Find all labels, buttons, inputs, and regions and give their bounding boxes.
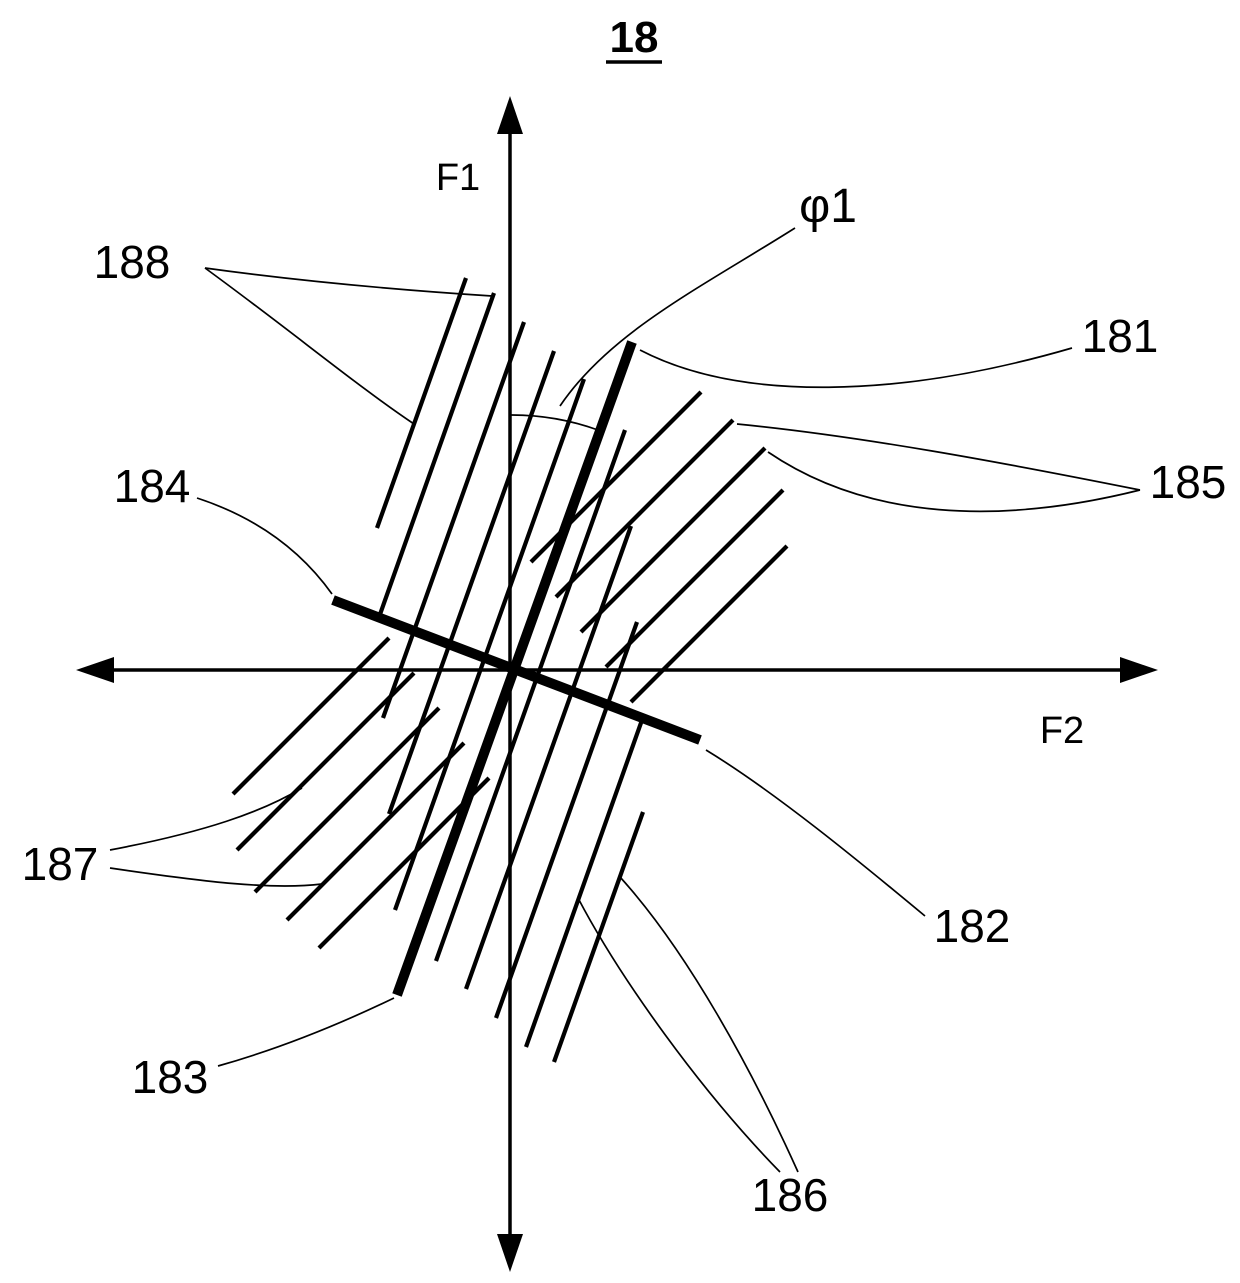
label-187: 187: [22, 838, 99, 890]
leader-185-b: [767, 451, 1141, 513]
hatch-line: [375, 277, 468, 529]
hatch-line: [393, 378, 586, 911]
labels: 18 F1 F2 φ1 188 181 184 185 187 182 183 …: [22, 13, 1227, 1221]
label-184: 184: [114, 460, 191, 512]
leader-188-b: [204, 267, 415, 425]
arrowhead-right-icon: [1120, 657, 1158, 683]
leader-183: [217, 997, 395, 1067]
f2-axis-label: F2: [1040, 710, 1084, 752]
hatch-line: [285, 741, 466, 922]
f1-axis-label: F1: [436, 157, 480, 199]
label-182: 182: [934, 900, 1011, 952]
thick-line-shallow-184-182: [331, 595, 702, 745]
arrowhead-left-icon: [76, 657, 114, 683]
label-181: 181: [1082, 310, 1159, 362]
hatch-line: [552, 811, 645, 1063]
hatch-group-186: [434, 429, 645, 1063]
leader-181: [639, 347, 1073, 389]
arrowhead-up-icon: [497, 96, 523, 134]
hatch-line: [235, 671, 416, 852]
hatch-group-187: [231, 636, 491, 950]
hatch-line: [604, 488, 785, 669]
hatch-line: [464, 525, 633, 990]
leader-phi1: [559, 227, 796, 407]
leader-186-a: [577, 897, 781, 1173]
hatch-line: [524, 719, 644, 1048]
hatch-line: [376, 292, 496, 621]
hatch-line: [629, 544, 789, 704]
label-186: 186: [752, 1169, 829, 1221]
hatch-line: [434, 429, 627, 962]
hatch-line: [494, 621, 639, 1019]
phi1-label: φ1: [799, 180, 857, 233]
leader-182: [705, 749, 926, 917]
leader-187-b: [109, 867, 323, 887]
figure-number: 18: [610, 13, 659, 62]
leader-187-a: [109, 787, 303, 851]
phi1-angle-arc: [509, 414, 599, 431]
leader-lines: [109, 227, 1141, 1173]
hatch-line: [579, 446, 767, 634]
hatch-line: [253, 706, 441, 894]
hatch-line: [387, 350, 556, 815]
arrowhead-down-icon: [497, 1234, 523, 1272]
label-188: 188: [94, 236, 171, 288]
hatch-group-188: [375, 277, 586, 911]
label-185: 185: [1150, 456, 1227, 508]
hatch-line: [381, 321, 526, 719]
leader-184: [196, 497, 333, 595]
hatch-group-185: [529, 390, 789, 704]
leader-188-a: [204, 267, 493, 297]
leader-185-a: [736, 423, 1141, 491]
label-183: 183: [132, 1051, 209, 1103]
leader-186-b: [619, 876, 799, 1173]
hatch-line: [231, 636, 391, 796]
hatch-line: [554, 418, 735, 599]
